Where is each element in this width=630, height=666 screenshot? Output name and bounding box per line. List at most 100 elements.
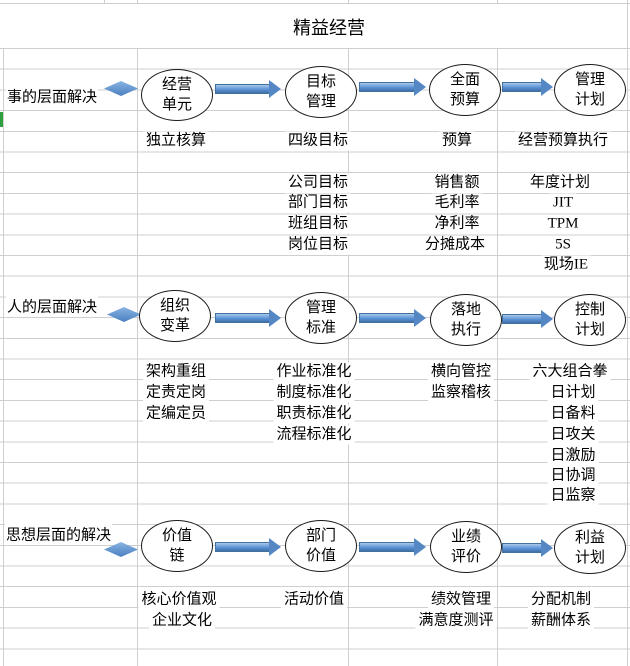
cell-text: 架构重组 bbox=[142, 362, 210, 382]
cell-text: 5S bbox=[552, 235, 574, 255]
cell-text: 年度计划 bbox=[526, 173, 594, 193]
cell-text: 日激励 bbox=[547, 446, 599, 466]
flow-arrow-icon[interactable] bbox=[502, 78, 553, 96]
cell-text: 经营预算执行 bbox=[514, 131, 612, 151]
flow-node[interactable]: 经营 单元 bbox=[141, 69, 213, 121]
node-text: 利益 bbox=[574, 530, 605, 546]
node-text: 部门 bbox=[305, 528, 336, 544]
level-diamond-icon[interactable] bbox=[104, 542, 138, 557]
flow-arrow-icon[interactable] bbox=[215, 538, 281, 556]
flow-node[interactable]: 部门 价值 bbox=[285, 520, 357, 572]
level-diamond-icon[interactable] bbox=[104, 81, 138, 96]
cell-selection-fragment bbox=[0, 112, 3, 127]
page-title: 精益经营 bbox=[293, 18, 365, 38]
flow-arrow-icon[interactable] bbox=[359, 78, 426, 96]
cell-text: 六大组合拳 bbox=[529, 362, 611, 382]
cell-text: 企业文化 bbox=[148, 611, 216, 631]
cell-text: 独立核算 bbox=[142, 131, 210, 151]
node-text: 经营 bbox=[161, 77, 192, 93]
node-text: 价值 bbox=[161, 528, 192, 544]
flow-node[interactable]: 管理 计划 bbox=[554, 64, 626, 116]
flow-node[interactable]: 落地 执行 bbox=[430, 294, 502, 346]
flow-arrow-icon[interactable] bbox=[502, 539, 553, 557]
node-text: 管理 bbox=[574, 72, 605, 88]
grid-tick bbox=[348, 0, 349, 3]
flow-arrow-icon[interactable] bbox=[215, 309, 281, 327]
node-text: 评价 bbox=[450, 549, 481, 565]
cell-text: 部门目标 bbox=[284, 193, 352, 213]
grid-vline-right bbox=[627, 0, 628, 666]
cell-text: 定责定岗 bbox=[142, 383, 210, 403]
cell-text: 作业标准化 bbox=[273, 362, 355, 382]
flow-arrow-icon[interactable] bbox=[215, 80, 281, 98]
cell-text: JIT bbox=[550, 193, 576, 213]
cell-text: 现场IE bbox=[540, 255, 592, 275]
cell-text: 满意度测评 bbox=[415, 611, 497, 631]
cell-text: TPM bbox=[544, 214, 582, 234]
cell-text: 日监察 bbox=[547, 486, 599, 506]
cell-text: 预算 bbox=[438, 131, 476, 151]
grid-tick bbox=[137, 0, 138, 3]
node-text: 管理 bbox=[305, 300, 336, 316]
flow-node[interactable]: 业绩 评价 bbox=[430, 521, 502, 573]
cell-text: 销售额 bbox=[431, 173, 483, 193]
cell-text: 日计划 bbox=[547, 383, 599, 403]
flow-node[interactable]: 利益 计划 bbox=[554, 522, 626, 574]
node-text: 预算 bbox=[449, 92, 480, 108]
cell-text: 分配机制 bbox=[527, 590, 595, 610]
flow-arrow-icon[interactable] bbox=[359, 538, 426, 556]
node-text: 计划 bbox=[574, 92, 605, 108]
cell-text: 薪酬体系 bbox=[527, 611, 595, 631]
cell-text: 岗位目标 bbox=[284, 235, 352, 255]
level-diamond-icon[interactable] bbox=[107, 307, 141, 322]
node-text: 全面 bbox=[449, 72, 480, 88]
grid-vline-a bbox=[3, 48, 4, 666]
flow-node[interactable]: 管理 标准 bbox=[285, 292, 357, 344]
flow-node[interactable]: 价值 链 bbox=[141, 520, 213, 572]
cell-text: 四级目标 bbox=[284, 131, 352, 151]
flow-arrow-icon[interactable] bbox=[359, 309, 426, 327]
node-text: 价值 bbox=[305, 548, 336, 564]
section-label-thought: 思想层面的解决 bbox=[5, 523, 113, 545]
node-text: 管理 bbox=[305, 94, 336, 110]
cell-text: 毛利率 bbox=[431, 193, 483, 213]
cell-text: 分摊成本 bbox=[421, 235, 489, 255]
cell-text: 班组目标 bbox=[284, 214, 352, 234]
node-text: 目标 bbox=[305, 74, 336, 90]
cell-text: 核心价值观 bbox=[138, 590, 220, 610]
grid-tick bbox=[497, 0, 498, 3]
node-text: 业绩 bbox=[450, 529, 481, 545]
cell-text: 净利率 bbox=[431, 214, 483, 234]
grid-top-line bbox=[0, 3, 630, 4]
grid-vline-c bbox=[348, 48, 349, 666]
node-text: 链 bbox=[169, 548, 185, 564]
cell-text: 公司目标 bbox=[284, 173, 352, 193]
flow-node[interactable]: 目标 管理 bbox=[285, 66, 357, 118]
node-text: 落地 bbox=[450, 302, 481, 318]
section-label-things: 事的层面解决 bbox=[6, 85, 99, 107]
grid-vline-b bbox=[137, 48, 138, 666]
section-label-people: 人的层面解决 bbox=[6, 295, 99, 317]
cell-text: 日协调 bbox=[547, 466, 599, 486]
cell-text: 职责标准化 bbox=[273, 404, 355, 424]
cell-text: 制度标准化 bbox=[273, 383, 355, 403]
flow-arrow-icon[interactable] bbox=[502, 310, 553, 328]
node-text: 变革 bbox=[159, 318, 190, 334]
cell-text: 定编定员 bbox=[142, 404, 210, 424]
node-text: 控制 bbox=[574, 302, 605, 318]
cell-text: 流程标准化 bbox=[273, 425, 355, 445]
node-text: 计划 bbox=[574, 550, 605, 566]
node-text: 计划 bbox=[574, 322, 605, 338]
node-text: 组织 bbox=[159, 298, 190, 314]
grid-tick bbox=[104, 0, 105, 3]
flow-node[interactable]: 全面 预算 bbox=[429, 64, 501, 116]
cell-text: 日备料 bbox=[547, 404, 599, 424]
cell-text: 监察稽核 bbox=[427, 383, 495, 403]
cell-text: 活动价值 bbox=[280, 590, 348, 610]
flow-node[interactable]: 组织 变革 bbox=[139, 290, 211, 342]
cell-text: 横向管控 bbox=[427, 362, 495, 382]
flow-node[interactable]: 控制 计划 bbox=[554, 294, 626, 346]
cell-text: 日攻关 bbox=[547, 425, 599, 445]
node-text: 标准 bbox=[305, 320, 336, 336]
